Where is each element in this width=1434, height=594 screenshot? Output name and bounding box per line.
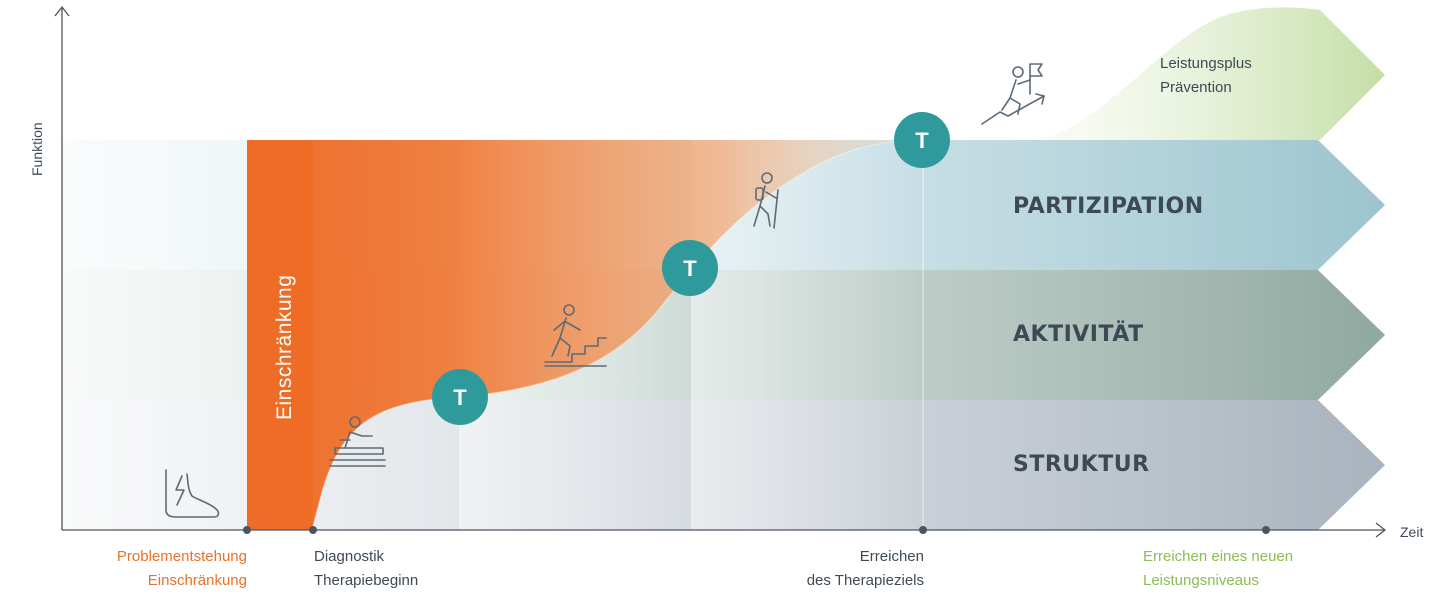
milestone-dot-2	[309, 526, 317, 534]
therapy-marker-2: T	[662, 240, 718, 296]
milestone-label-2-line1: Diagnostik	[314, 548, 385, 565]
recovery-curve	[311, 139, 923, 531]
y-axis-label: Funktion	[29, 122, 45, 176]
svg-text:T: T	[683, 256, 697, 281]
x-axis-label: Zeit	[1400, 524, 1424, 540]
summit-flag-icon	[981, 63, 1045, 125]
y-axis-arrow	[54, 5, 70, 17]
milestone-label-4-line1: Erreichen eines neuen	[1143, 548, 1294, 565]
band-label-activity: AKTIVITÄT	[1013, 322, 1144, 347]
stair-climbing-icon	[544, 304, 607, 367]
milestone-label-2-line2: Therapiebeginn	[314, 572, 419, 589]
svg-text:T: T	[453, 385, 467, 410]
milestone-label-3-line1: Erreichen	[859, 548, 924, 565]
hiker-icon	[753, 172, 779, 229]
milestone-dot-1	[243, 526, 251, 534]
restriction-bar	[247, 140, 313, 530]
bonus-band	[1040, 7, 1385, 140]
restriction-label: Einschränkung	[273, 275, 296, 420]
milestone-label-4-line2: Leistungsniveaus	[1143, 572, 1259, 589]
bonus-label-line1: Leistungsplus	[1160, 55, 1252, 72]
milestone-label-1-line1: Problementstehung	[116, 548, 247, 565]
bonus-label-line2: Prävention	[1160, 79, 1232, 96]
band-label-structure: STRUKTUR	[1013, 452, 1150, 477]
milestone-dot-3	[919, 526, 927, 534]
svg-text:T: T	[915, 128, 929, 153]
milestone-label-1-line2: Einschränkung	[147, 572, 247, 589]
milestone-dot-4	[1262, 526, 1270, 534]
treatment-bench-icon	[329, 416, 386, 467]
milestone-label-3-line2: des Therapieziels	[806, 572, 924, 589]
x-axis-arrow	[1375, 522, 1387, 538]
injured-foot-icon	[165, 469, 220, 518]
therapy-marker-3: T	[894, 112, 950, 168]
band-label-participation: PARTIZIPATION	[1013, 194, 1204, 219]
therapy-marker-1: T	[432, 369, 488, 425]
